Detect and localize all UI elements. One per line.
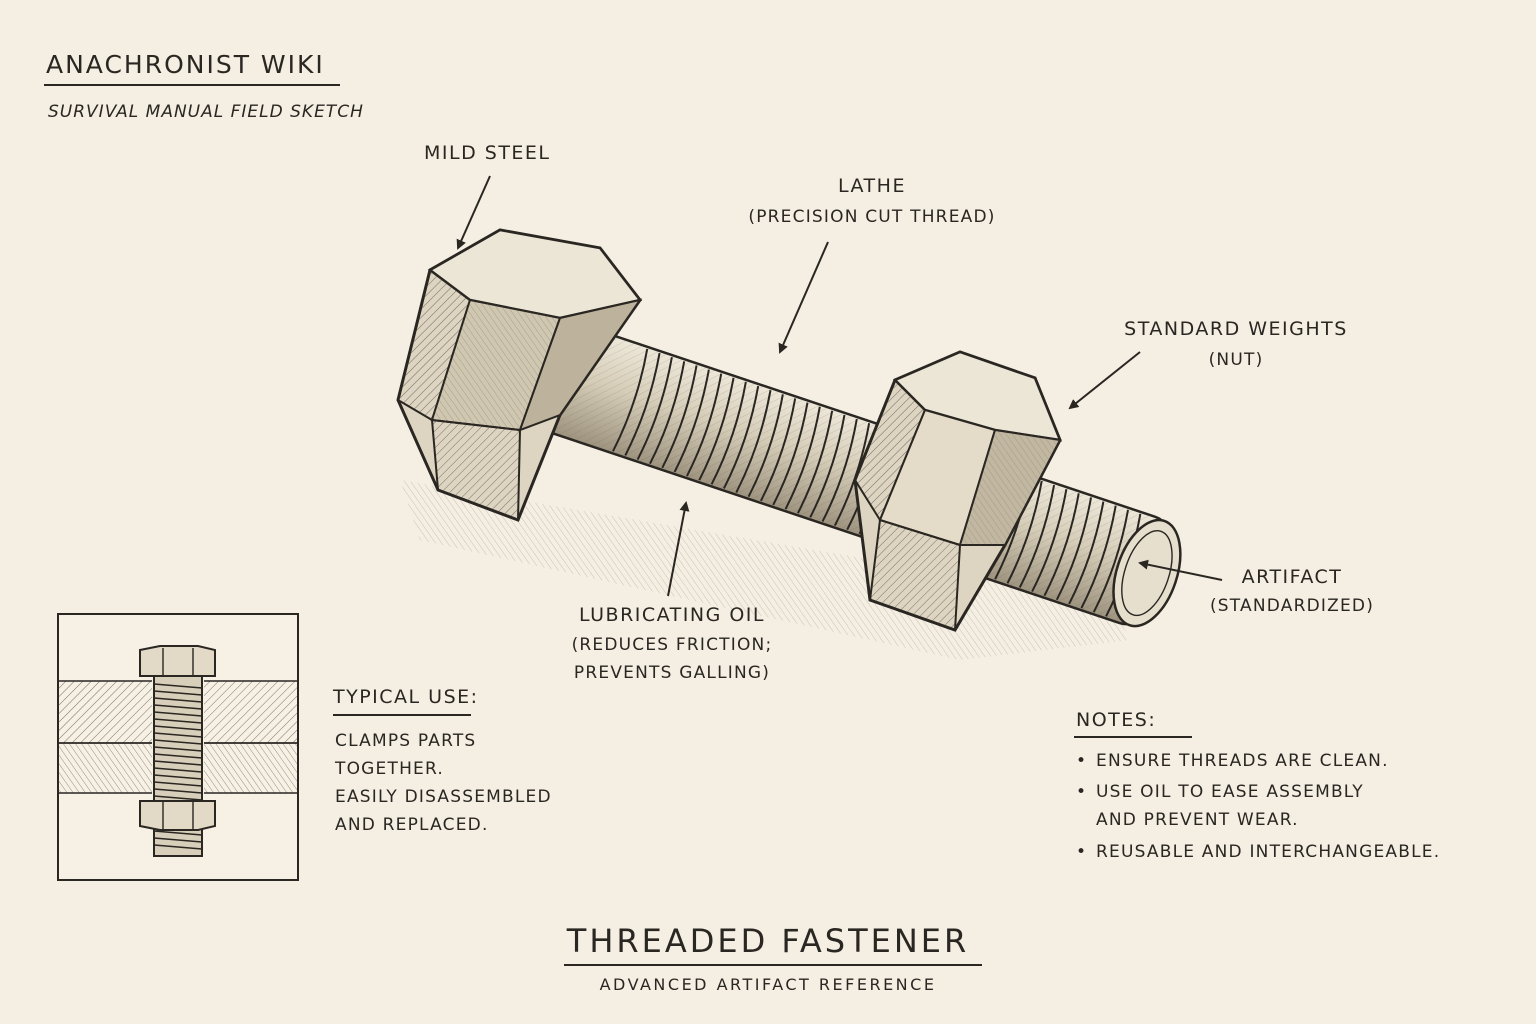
notes-heading: NOTES: — [1076, 709, 1157, 731]
callout-mild-steel: MILD STEEL — [424, 142, 551, 164]
note-item: •ENSURE THREADS ARE CLEAN. — [1076, 751, 1389, 771]
note-item-continuation: AND PREVENT WEAR. — [1096, 810, 1299, 830]
diagram-title: THREADED FASTENER — [566, 922, 970, 960]
callout-standard-weights-note: (NUT) — [1208, 350, 1264, 370]
thread-groove — [1055, 497, 1093, 601]
inset-thread-line — [153, 690, 203, 696]
shaft-end-face — [1112, 518, 1182, 628]
inset-thread-line — [153, 739, 203, 745]
thread-groove — [809, 414, 846, 518]
thread-groove — [661, 365, 698, 469]
arrow-mild-steel — [456, 175, 491, 250]
thread-groove — [686, 373, 723, 477]
thread-groove — [612, 348, 649, 452]
callout-artifact: ARTIFACT — [1241, 566, 1343, 588]
callout-lubricating-oil: LUBRICATING OIL — [578, 604, 765, 626]
thread-groove — [636, 357, 673, 461]
inset-thread-line — [153, 704, 203, 710]
inset-thread-line — [153, 767, 203, 773]
thread-groove — [1080, 505, 1117, 609]
bullet-icon: • — [1076, 751, 1088, 771]
inset-thread-line — [153, 725, 203, 731]
inset-thread-line — [153, 837, 203, 843]
arrow-standard-weights — [1068, 351, 1141, 410]
inset-thread-line — [153, 718, 203, 724]
thread-groove — [796, 410, 834, 514]
hex-nut — [853, 350, 1062, 632]
typical-use-line: CLAMPS PARTS — [335, 731, 477, 751]
callout-arrows — [456, 175, 1223, 597]
inset-thread-line — [153, 732, 203, 738]
thread-groove — [1092, 509, 1130, 613]
bullet-icon: • — [1076, 782, 1088, 802]
arrow-lubricating-oil — [667, 501, 690, 597]
callout-artifact-note: (STANDARDIZED) — [1209, 596, 1375, 616]
diagram-title-underline — [564, 964, 982, 966]
thread-groove — [698, 377, 735, 481]
thread-groove — [624, 352, 661, 456]
inset-thread-line — [153, 795, 203, 801]
callout-lubricating-oil-note-1: (REDUCES FRICTION; — [571, 635, 773, 655]
inset-thread-line — [153, 711, 203, 717]
notes-underline — [1074, 736, 1192, 738]
thread-groove — [747, 394, 784, 498]
inset-thread-line — [153, 746, 203, 752]
arrow-lathe — [778, 241, 829, 354]
typical-use-line: AND REPLACED. — [335, 815, 489, 835]
inset-thread-line — [153, 774, 203, 780]
typical-use-line: EASILY DISASSEMBLED — [335, 787, 552, 807]
inset-nut — [139, 800, 216, 831]
typical-use-line: TOGETHER. — [335, 759, 444, 779]
bullet-icon: • — [1076, 842, 1088, 862]
callout-lathe: LATHE — [838, 175, 906, 197]
inset-thread-line — [153, 830, 203, 836]
callout-lubricating-oil-note-2: PREVENTS GALLING) — [573, 663, 771, 683]
thread-groove — [1018, 484, 1056, 588]
thread-groove — [772, 402, 809, 506]
thread-groove — [1043, 493, 1080, 597]
callout-lathe-note: (PRECISION CUT THREAD) — [748, 207, 996, 227]
typical-use-heading: TYPICAL USE: — [333, 686, 479, 708]
page-subtitle: SURVIVAL MANUAL FIELD SKETCH — [48, 102, 364, 122]
thread-groove — [1006, 480, 1043, 584]
title-underline — [44, 84, 340, 86]
bolt-shaft — [526, 320, 1182, 628]
bolt-head — [396, 228, 643, 522]
thread-groove — [649, 361, 686, 465]
thread-groove — [735, 390, 772, 494]
thread-groove — [673, 369, 710, 473]
thread-groove — [723, 385, 760, 489]
inset-thread-line — [153, 697, 203, 703]
thread-groove — [1068, 501, 1105, 605]
thread-groove — [784, 406, 821, 510]
inset-thread-line — [153, 753, 203, 759]
inset-thread-line — [153, 781, 203, 787]
inset-thread-line — [153, 760, 203, 766]
thread-groove — [1031, 489, 1068, 593]
diagram-subtitle: ADVANCED ARTIFACT REFERENCE — [599, 975, 937, 994]
inset-bolt-head — [139, 645, 216, 677]
typical-use-underline — [333, 714, 471, 716]
thread-groove — [760, 398, 797, 502]
thread-groove — [710, 381, 747, 485]
callout-standard-weights: STANDARD WEIGHTS — [1124, 318, 1348, 340]
thread-groove — [821, 418, 858, 522]
inset-thread-line — [153, 788, 203, 794]
inset-thread-line — [153, 683, 203, 689]
usage-inset — [57, 613, 299, 881]
inset-thread-line — [153, 844, 203, 850]
note-item: •REUSABLE AND INTERCHANGEABLE. — [1076, 842, 1441, 862]
note-item: •USE OIL TO EASE ASSEMBLY — [1076, 782, 1364, 802]
page-title: ANACHRONIST WIKI — [46, 50, 325, 79]
arrow-artifact — [1138, 559, 1223, 581]
